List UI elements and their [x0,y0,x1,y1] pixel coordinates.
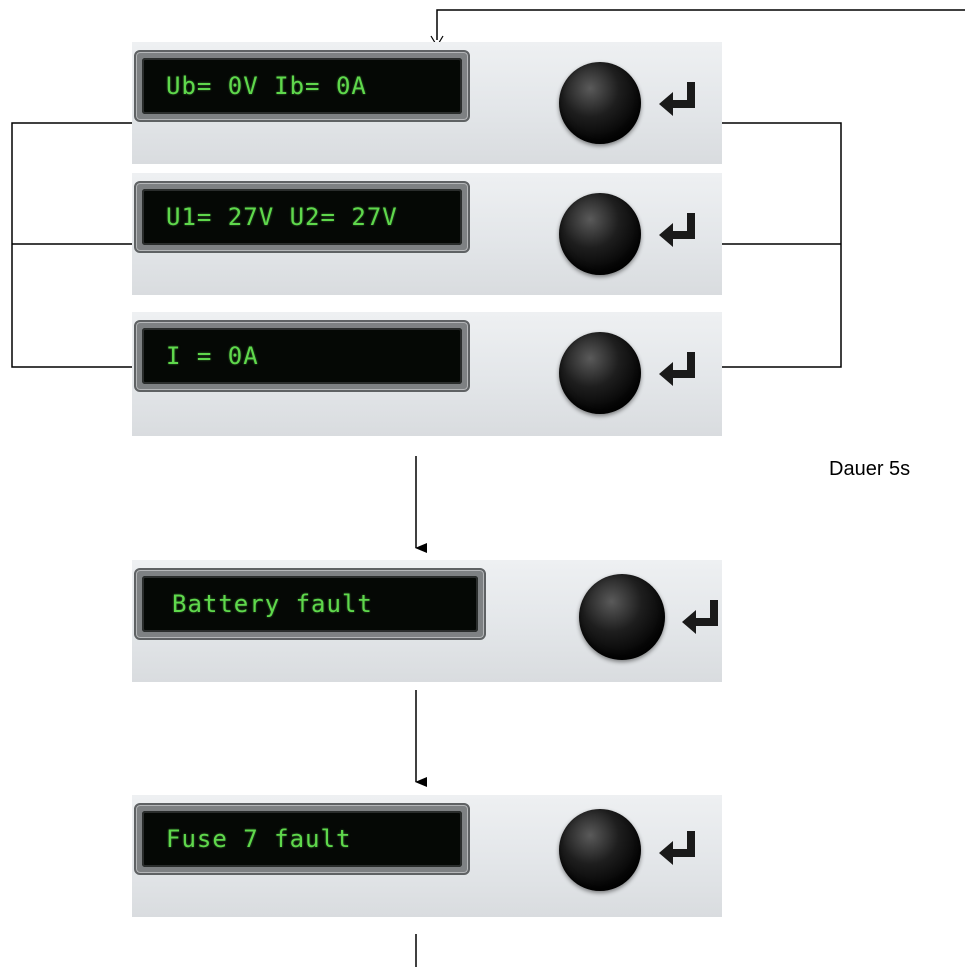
push-button-icon[interactable] [559,62,641,144]
display-panel-battery-fault: Battery fault [132,560,722,682]
enter-return-icon [659,352,695,386]
enter-return-icon [659,831,695,865]
enter-return-icon [682,600,718,634]
enter-return-icon [659,213,695,247]
push-button-icon[interactable] [579,574,665,660]
display-panel-1: Ub= 0V Ib= 0A [132,42,722,164]
lcd-screen: U1= 27V U2= 27V [142,189,462,245]
display-panel-2: U1= 27V U2= 27V [132,173,722,295]
push-button-icon[interactable] [559,193,641,275]
lcd-frame: Battery fault [134,568,486,640]
lcd-text: Battery fault [172,590,373,618]
push-button-icon[interactable] [559,809,641,891]
display-panel-3: I = 0A [132,312,722,436]
lcd-screen: Fuse 7 fault [142,811,462,867]
left-bracket-line [11,122,132,368]
right-bracket-line [722,122,842,368]
enter-return-icon [659,82,695,116]
duration-label: Dauer 5s [829,458,911,480]
display-panel-fuse-fault: Fuse 7 fault [132,795,722,917]
lcd-text: Ub= 0V Ib= 0A [166,72,367,100]
lcd-frame: U1= 27V U2= 27V [134,181,470,253]
lcd-frame: Ub= 0V Ib= 0A [134,50,470,122]
loop-back-line [436,9,965,40]
lcd-screen: Ub= 0V Ib= 0A [142,58,462,114]
lcd-text: I = 0A [166,342,259,370]
push-button-icon[interactable] [559,332,641,414]
lcd-text: U1= 27V U2= 27V [166,203,398,231]
lcd-frame: Fuse 7 fault [134,803,470,875]
lcd-text: Fuse 7 fault [166,825,352,853]
lcd-frame: I = 0A [134,320,470,392]
lcd-screen: I = 0A [142,328,462,384]
lcd-screen: Battery fault [142,576,478,632]
